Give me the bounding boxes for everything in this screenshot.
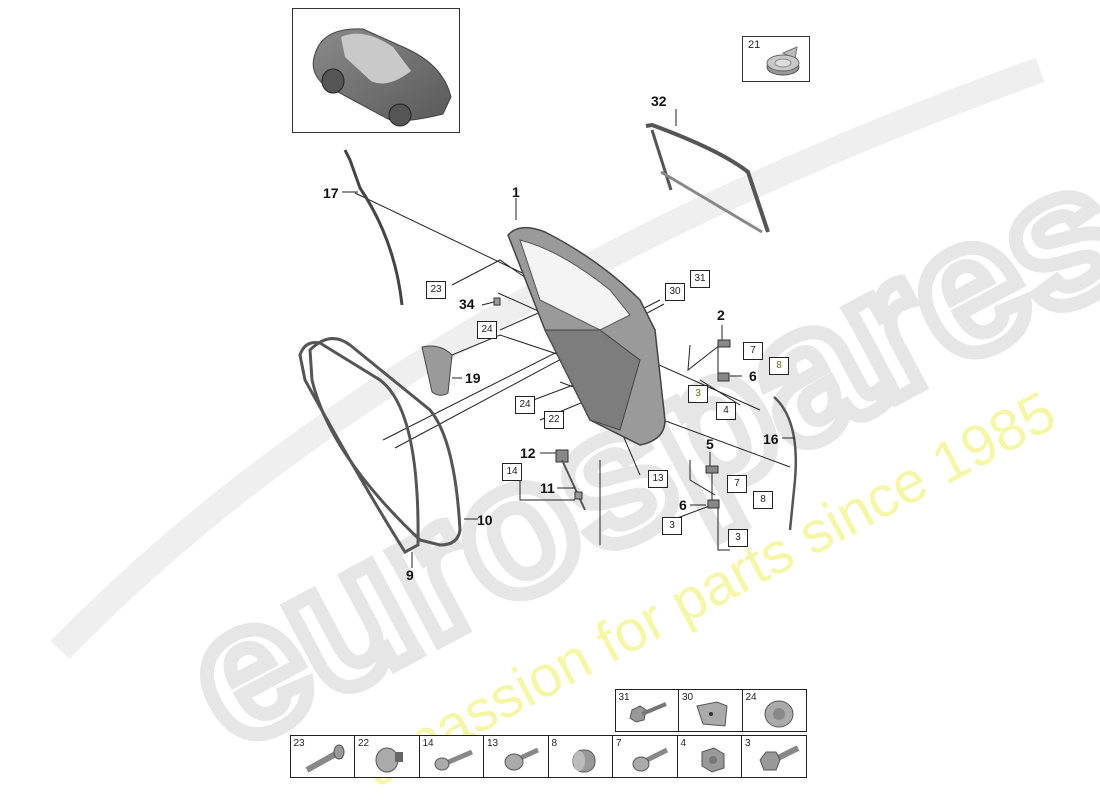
callout-11: 11 [540,480,555,496]
callout-10: 10 [477,512,493,528]
car-icon [312,28,452,127]
callout-6-upper: 6 [749,368,757,384]
part-number: 21 [748,39,761,51]
ref-box-24: 24 [515,396,535,414]
ref-box-14: 14 [502,463,522,481]
callout-1: 1 [512,184,520,200]
part-number: 31 [618,692,630,703]
bolt-icon [632,747,669,772]
part-number: 8 [551,738,558,749]
part-number: 3 [745,738,751,749]
part-number: 4 [680,738,687,749]
ref-box-8: 8 [769,357,789,375]
ref-box-7: 7 [727,475,747,493]
screw-icon [434,749,473,771]
parts-grid-bottom-row: 23 22 14 13 8 7 4 3 [289,735,807,778]
plug-icon [764,700,793,728]
ref-box-24: 24 [477,321,497,339]
ref-box-31: 31 [690,270,710,288]
callout-32: 32 [651,93,667,109]
nut-icon [701,747,724,773]
part-cell-14: 14 [418,735,485,778]
ref-box-3: 3 [688,385,708,403]
callout-2: 2 [717,307,725,323]
part-number: 30 [682,692,694,703]
part-cell-30: 30 [678,689,743,732]
ref-box-13: 13 [648,470,668,488]
part-number: 22 [358,738,370,749]
ref-box-8: 8 [753,491,773,509]
part-number: 14 [422,738,434,749]
ref-box-7: 7 [743,342,763,360]
part-cell-13: 13 [483,735,549,778]
callout-19: 19 [465,370,481,386]
ref-box-4: 4 [716,402,736,420]
part-cell-22: 22 [354,735,420,778]
bolt-icon [305,744,344,773]
part-number: 23 [293,738,305,749]
screw-icon [628,702,667,723]
callout-16: 16 [763,431,779,447]
callout-12: 12 [520,445,536,461]
part-cell-3: 3 [741,735,807,778]
tape-part-box: 21 [742,36,810,82]
part-cell-8: 8 [547,735,614,778]
cap-icon [572,749,595,773]
part-number: 7 [616,738,622,749]
clip-icon [375,747,403,773]
callout-34: 34 [459,296,475,312]
callout-9: 9 [406,567,414,583]
callout-5: 5 [706,436,714,452]
ref-box-3: 3 [662,517,682,535]
hex-bolt-icon [759,745,800,771]
part-number: 24 [745,692,757,703]
callout-6-lower: 6 [679,497,687,513]
ref-box-3: 3 [728,529,748,547]
part-cell-23: 23 [289,735,356,778]
parts-grid-top-row: 31 30 24 [614,689,807,732]
vehicle-thumbnail [292,8,460,133]
ref-box-30: 30 [665,283,685,301]
part-cell-7: 7 [612,735,678,778]
bracket-icon [696,701,728,727]
flange-screw-icon [504,747,540,771]
part-cell-31: 31 [614,689,680,732]
part-cell-24: 24 [741,689,807,732]
ref-box-23: 23 [426,281,446,299]
ref-box-22: 22 [544,411,564,429]
tape-roll-icon [766,46,800,76]
part-number: 13 [487,738,499,749]
callout-17: 17 [323,185,339,201]
part-cell-4: 4 [676,735,743,778]
